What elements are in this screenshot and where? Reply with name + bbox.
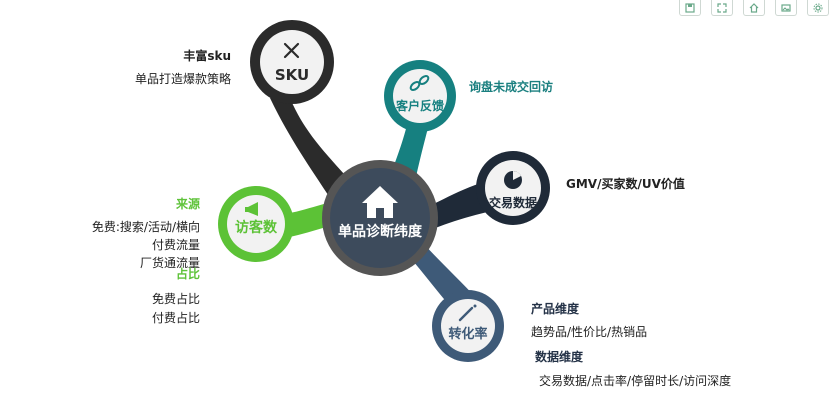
home-icon: [749, 2, 759, 13]
feedback-node[interactable]: [393, 69, 447, 123]
visitors-ratio-line-1: 免费占比: [151, 292, 200, 306]
visitors-source-line-1: 免费:搜索/活动/横向: [91, 220, 200, 234]
conversion-product-title: 产品维度: [531, 302, 580, 316]
home-icon: [362, 186, 398, 218]
conversion-node-label: 转化率: [448, 326, 487, 342]
visitors-ratio-line-2: 付费占比: [151, 311, 200, 325]
sku-line: 单品打造爆款策略: [134, 72, 231, 86]
visitors-node[interactable]: [227, 195, 285, 253]
visitors-source-line-2: 付费流量: [151, 238, 200, 252]
trade-node-label: 交易数据: [489, 195, 537, 210]
settings-button[interactable]: [807, 0, 829, 16]
visitors-source-title: 来源: [175, 197, 200, 211]
home-button[interactable]: [743, 0, 765, 16]
settings-icon: [813, 3, 823, 12]
conversion-data-line: 交易数据/点击率/停留时长/访问深度: [539, 374, 732, 388]
feedback-title: 询盘未成交回访: [469, 80, 554, 94]
image-button[interactable]: [775, 0, 797, 16]
toolbar: [679, 0, 829, 18]
tools-icon: [283, 42, 300, 59]
sku-node-label: SKU: [275, 66, 309, 84]
megaphone-icon: [245, 202, 258, 216]
visitors-node-label: 访客数: [235, 219, 278, 236]
sku-title: 丰富sku: [183, 49, 231, 63]
visitors-ratio-title: 占比: [175, 267, 200, 281]
expand-icon: [717, 2, 727, 13]
conversion-product-line: 趋势品/性价比/热销品: [531, 325, 648, 339]
conversion-data-title: 数据维度: [535, 350, 584, 364]
center-node[interactable]: [330, 168, 430, 268]
conversion-node[interactable]: [441, 299, 495, 353]
feedback-node-label: 客户反馈: [395, 98, 444, 113]
image-icon: [781, 3, 791, 12]
pie-chart-icon: [504, 171, 522, 189]
center-node-label: 单品诊断纬度: [338, 223, 423, 240]
visitors-source-line-3: 厂货通流量: [139, 256, 200, 270]
expand-button[interactable]: [711, 0, 733, 16]
save-icon: [685, 2, 695, 13]
trade-title: GMV/买家数/UV价值: [566, 177, 685, 191]
link-icon: [409, 75, 430, 91]
save-button[interactable]: [679, 0, 701, 16]
sku-node[interactable]: [260, 30, 324, 94]
magic-wand-icon: [458, 304, 477, 322]
